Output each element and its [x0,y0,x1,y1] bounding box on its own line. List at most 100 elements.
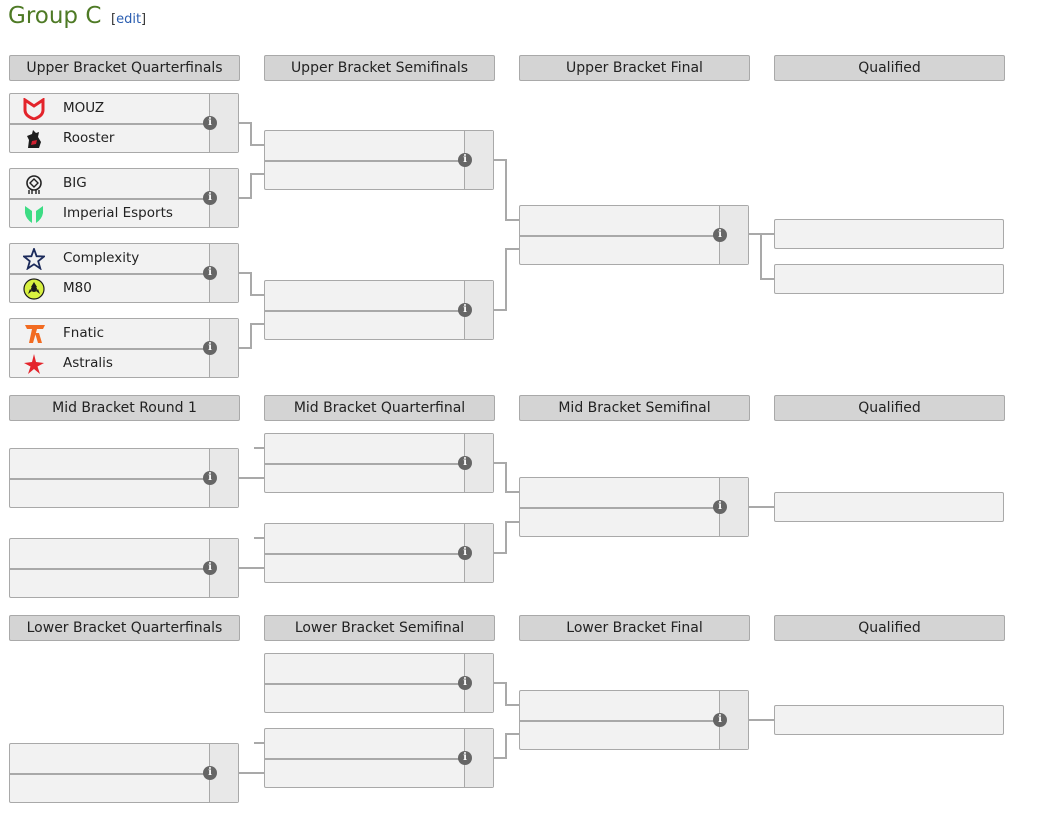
match-upper-sf-1: i [264,130,494,190]
match-info-icon[interactable]: i [458,456,472,470]
team-slot[interactable] [265,554,464,583]
qualified-slot-upper-1[interactable] [774,219,1004,249]
team-slot[interactable] [520,478,719,507]
team-slot[interactable] [265,281,464,310]
match-info-icon[interactable]: i [458,676,472,690]
match-info-icon[interactable]: i [203,116,217,130]
match-info-icon[interactable]: i [203,471,217,485]
qualified-slot-lower[interactable] [774,705,1004,735]
team-slot[interactable]: M80 [10,274,209,303]
rooster-logo-icon [27,130,41,148]
header-upper-semifinals: Upper Bracket Semifinals [264,55,495,81]
astralis-logo-icon [24,354,44,374]
team-slot[interactable] [520,691,719,720]
team-slot[interactable]: Astralis [10,349,209,378]
team-slot[interactable] [265,131,464,160]
match-upper-qf-2: BIG Imperial Esports i [9,168,239,228]
match-info-icon[interactable]: i [713,713,727,727]
team-name: M80 [63,280,92,296]
team-slot[interactable] [10,774,209,803]
match-mid-qf-1: i [264,433,494,493]
imperial-logo-icon [25,206,43,223]
team-slot[interactable]: Imperial Esports [10,199,209,228]
team-name: Rooster [63,130,115,146]
fnatic-logo-icon [25,325,45,343]
match-upper-qf-4: Fnatic Astralis i [9,318,239,378]
edit-link-wrapper: [edit] [111,12,147,27]
match-lower-qf: i [9,743,239,803]
header-mid-quarterfinal: Mid Bracket Quarterfinal [264,395,495,421]
team-slot[interactable]: MOUZ [10,94,209,123]
team-slot[interactable]: BIG [10,169,209,198]
team-slot[interactable]: Rooster [10,124,209,153]
team-slot[interactable] [10,744,209,773]
match-lower-sf-1: i [264,653,494,713]
team-slot[interactable] [265,654,464,683]
match-lower-final: i [519,690,749,750]
header-lower-final: Lower Bracket Final [519,615,750,641]
header-mid-qualified: Qualified [774,395,1005,421]
team-slot[interactable] [265,729,464,758]
mouz-logo-icon [23,98,45,120]
team-slot[interactable] [265,311,464,340]
match-info-icon[interactable]: i [713,228,727,242]
team-slot[interactable] [520,236,719,265]
team-slot[interactable] [10,539,209,568]
match-upper-sf-2: i [264,280,494,340]
team-name: BIG [63,175,87,191]
team-name: Astralis [63,355,113,371]
match-info-icon[interactable]: i [458,751,472,765]
team-name: Complexity [63,250,140,266]
qualified-slot-mid[interactable] [774,492,1004,522]
edit-link[interactable]: edit [116,12,142,27]
team-slot[interactable] [265,464,464,493]
big-logo-icon [26,175,42,194]
m80-logo-icon [23,278,45,300]
team-name: Imperial Esports [63,205,173,221]
match-upper-qf-1: MOUZ Rooster i [9,93,239,153]
match-info-icon[interactable]: i [203,561,217,575]
header-mid-semifinal: Mid Bracket Semifinal [519,395,750,421]
team-slot[interactable] [10,479,209,508]
complexity-logo-icon [23,248,45,270]
team-slot[interactable]: Complexity [10,244,209,273]
match-mid-sf: i [519,477,749,537]
match-mid-r1-1: i [9,448,239,508]
team-slot[interactable] [520,508,719,537]
match-info-icon[interactable]: i [203,266,217,280]
match-info-icon[interactable]: i [203,191,217,205]
match-mid-qf-2: i [264,523,494,583]
team-name: Fnatic [63,325,105,341]
page-title: Group C [8,3,102,29]
header-lower-semifinal: Lower Bracket Semifinal [264,615,495,641]
match-upper-qf-3: Complexity M80 i [9,243,239,303]
match-mid-r1-2: i [9,538,239,598]
match-info-icon[interactable]: i [458,303,472,317]
match-info-icon[interactable]: i [458,153,472,167]
team-slot[interactable] [265,161,464,190]
team-slot[interactable] [10,569,209,598]
header-upper-qualified: Qualified [774,55,1005,81]
match-upper-final: i [519,205,749,265]
match-info-icon[interactable]: i [203,341,217,355]
header-upper-quarterfinals: Upper Bracket Quarterfinals [9,55,240,81]
team-slot[interactable] [265,524,464,553]
header-lower-qualified: Qualified [774,615,1005,641]
match-lower-sf-2: i [264,728,494,788]
header-lower-quarterfinals: Lower Bracket Quarterfinals [9,615,240,641]
match-info-icon[interactable]: i [458,546,472,560]
team-slot[interactable]: Fnatic [10,319,209,348]
match-info-icon[interactable]: i [203,766,217,780]
match-info-icon[interactable]: i [713,500,727,514]
team-slot[interactable] [520,206,719,235]
team-slot[interactable] [10,449,209,478]
team-slot[interactable] [265,684,464,713]
header-mid-round1: Mid Bracket Round 1 [9,395,240,421]
qualified-slot-upper-2[interactable] [774,264,1004,294]
header-upper-final: Upper Bracket Final [519,55,750,81]
team-slot[interactable] [520,721,719,750]
team-slot[interactable] [265,434,464,463]
team-name: MOUZ [63,100,105,116]
team-slot[interactable] [265,759,464,788]
